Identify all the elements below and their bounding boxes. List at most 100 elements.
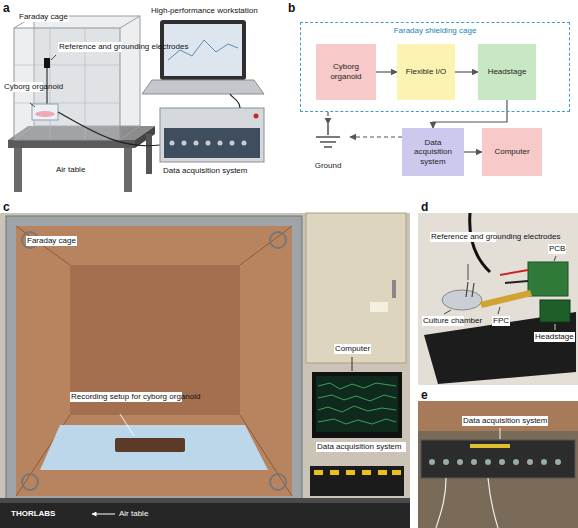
electrode xyxy=(472,283,474,297)
trace xyxy=(318,395,396,401)
ground-stroke xyxy=(324,146,332,147)
part-label: THORLABS xyxy=(10,509,56,519)
signal-arrow xyxy=(376,71,397,72)
blue-mat xyxy=(40,425,268,470)
monitor xyxy=(312,372,402,438)
photo-background xyxy=(418,213,578,385)
connector xyxy=(218,141,223,146)
cable xyxy=(230,94,240,108)
leader-line xyxy=(120,414,134,436)
trace xyxy=(318,406,396,412)
shielding-cage: Faraday shielding cageCyborg organoidFle… xyxy=(300,22,570,112)
table-leg xyxy=(124,148,132,192)
process-box: Cyborg organoid xyxy=(316,44,376,100)
ground-connector xyxy=(327,112,328,124)
frame-ring xyxy=(270,232,286,248)
controller-ports xyxy=(429,459,561,465)
air-table xyxy=(0,503,410,528)
panel-d-photo xyxy=(418,213,578,385)
node-text: Cyborg organoid xyxy=(319,62,373,81)
part-label: Faraday cage xyxy=(26,236,77,246)
tag xyxy=(330,470,339,475)
part-label: FPC xyxy=(492,316,510,326)
ground-node: Ground xyxy=(306,124,350,172)
connector xyxy=(242,141,247,146)
cable xyxy=(436,478,446,528)
daq-front-panel xyxy=(164,128,260,158)
daq-connectors xyxy=(170,141,247,146)
part-label: Air table xyxy=(118,509,149,519)
signal-traces xyxy=(318,383,396,424)
table-leg xyxy=(14,148,22,192)
frame-ring xyxy=(270,474,286,490)
black-clip xyxy=(505,281,528,283)
cabinet-sticker xyxy=(370,302,388,312)
headstage-board xyxy=(540,300,570,322)
process-box: Data acquisition system xyxy=(402,128,464,176)
cable xyxy=(470,213,490,272)
part-label: Reference and grounding electrodes xyxy=(430,232,496,242)
red-clip xyxy=(500,270,528,275)
electrode-holder xyxy=(44,58,50,68)
port xyxy=(471,459,477,465)
recording-setup xyxy=(115,438,185,452)
controller-tag xyxy=(470,444,510,448)
air-table-edge xyxy=(0,498,410,503)
leader-line xyxy=(444,310,451,314)
connector xyxy=(182,141,187,146)
node-text: Ground xyxy=(306,161,350,171)
port xyxy=(555,459,561,465)
monitor-screen xyxy=(316,376,398,432)
part-label: Data acquisition system xyxy=(316,442,406,452)
electrode xyxy=(466,282,468,297)
part-label: Headstage xyxy=(534,332,575,342)
leader-line xyxy=(51,55,56,60)
port xyxy=(457,459,463,465)
culture-chamber xyxy=(442,290,482,310)
cage-edge xyxy=(120,16,140,28)
copper-wall xyxy=(418,401,578,431)
daq-unit xyxy=(310,466,404,496)
process-box: Computer xyxy=(482,128,542,176)
cage-back-wall xyxy=(70,265,240,415)
power-button xyxy=(254,114,259,119)
connector xyxy=(206,141,211,146)
part-label: Recording setup for cyborg organoid xyxy=(70,392,182,402)
connector xyxy=(230,141,235,146)
panel-letter: c xyxy=(3,200,10,214)
panel-letter: a xyxy=(3,1,10,15)
cable xyxy=(488,478,498,528)
part-label: Data acquisition system xyxy=(162,166,248,176)
cage-mesh-line xyxy=(50,28,51,140)
panel-letter: e xyxy=(421,388,428,402)
part-label: Culture chamber xyxy=(422,316,464,326)
organoid xyxy=(35,111,55,117)
port xyxy=(527,459,533,465)
part-label: Data acquisition system xyxy=(462,416,548,426)
cage-corner xyxy=(240,226,292,265)
part-label: PCB xyxy=(548,244,566,254)
node-text: Computer xyxy=(494,147,529,157)
signal-arrow xyxy=(464,151,482,152)
laptop-screen xyxy=(164,24,242,76)
leader-line xyxy=(500,428,501,439)
port xyxy=(443,459,449,465)
port xyxy=(513,459,519,465)
tag xyxy=(392,470,401,475)
cage-mesh-line xyxy=(14,65,120,66)
fpc-strip xyxy=(480,290,532,308)
region-title: Faraday shielding cage xyxy=(301,26,569,36)
copper-mesh xyxy=(16,226,292,496)
screen-trace xyxy=(168,40,238,60)
connector xyxy=(194,141,199,146)
panel-c-photo xyxy=(0,213,410,528)
leader-line xyxy=(554,256,556,261)
part-label: High-performance workstation xyxy=(150,6,259,16)
ground-symbol xyxy=(306,124,350,150)
part-label: Reference and grounding electrodes xyxy=(58,42,122,52)
part-label: Cyborg organoid xyxy=(3,82,43,92)
part-label: Computer xyxy=(334,344,371,354)
tag xyxy=(378,470,387,475)
panel-a-illustration xyxy=(8,16,264,192)
